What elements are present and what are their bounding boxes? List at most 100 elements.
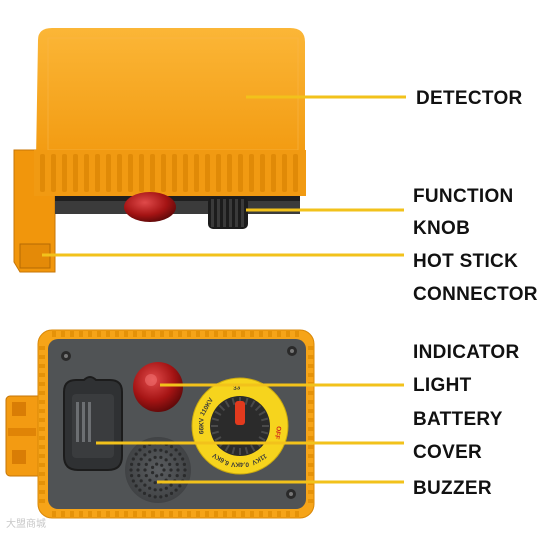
tooth bbox=[39, 409, 45, 413]
rib bbox=[84, 154, 89, 192]
rib bbox=[106, 154, 111, 192]
tooth bbox=[308, 490, 314, 494]
ridge bbox=[231, 397, 236, 406]
hole bbox=[131, 457, 135, 461]
tooth bbox=[308, 409, 314, 413]
rib bbox=[51, 154, 56, 192]
tooth bbox=[308, 454, 314, 458]
label-cover: COVER bbox=[413, 442, 483, 463]
hole bbox=[148, 450, 152, 454]
tooth bbox=[308, 427, 314, 431]
tooth bbox=[268, 511, 272, 517]
hole bbox=[150, 465, 155, 469]
tooth bbox=[61, 511, 65, 517]
tooth bbox=[39, 364, 45, 368]
hole bbox=[139, 479, 143, 483]
tooth bbox=[39, 346, 45, 350]
rib bbox=[183, 154, 188, 192]
tooth bbox=[268, 331, 272, 337]
rib bbox=[260, 154, 265, 192]
hole bbox=[169, 445, 174, 449]
hole bbox=[155, 462, 159, 466]
tooth bbox=[196, 331, 200, 337]
tooth bbox=[169, 331, 173, 337]
hole bbox=[137, 474, 141, 478]
hole bbox=[143, 468, 147, 472]
label-buzzer: BUZZER bbox=[413, 478, 492, 499]
rib bbox=[238, 154, 243, 192]
indicator-light-side bbox=[124, 192, 176, 222]
tooth bbox=[39, 427, 45, 431]
tooth bbox=[151, 331, 155, 337]
tooth bbox=[142, 511, 146, 517]
hole bbox=[169, 468, 173, 472]
rib bbox=[40, 154, 45, 192]
hole bbox=[136, 468, 140, 472]
tooth bbox=[79, 331, 83, 337]
dial-mark: 0.4KV bbox=[230, 461, 249, 468]
rib bbox=[194, 154, 199, 192]
hole bbox=[164, 486, 168, 490]
tooth bbox=[308, 355, 314, 359]
tooth bbox=[241, 331, 245, 337]
tooth bbox=[308, 418, 314, 422]
function-knob-front bbox=[211, 397, 269, 455]
knob-grips bbox=[211, 199, 244, 227]
tooth bbox=[39, 436, 45, 440]
tooth bbox=[39, 490, 45, 494]
tooth bbox=[308, 364, 314, 368]
hole bbox=[169, 453, 173, 457]
hole bbox=[153, 448, 157, 452]
rib bbox=[161, 154, 166, 192]
hole bbox=[153, 488, 157, 492]
hole bbox=[148, 458, 152, 462]
tooth bbox=[39, 382, 45, 386]
ridge bbox=[244, 397, 249, 406]
ridge bbox=[258, 436, 266, 442]
tooth bbox=[115, 331, 119, 337]
hole bbox=[175, 462, 179, 466]
hole bbox=[138, 488, 142, 492]
rib bbox=[128, 154, 133, 192]
hole bbox=[137, 462, 141, 466]
hole bbox=[134, 452, 138, 456]
tooth bbox=[308, 445, 314, 449]
dial-mark: 66KV bbox=[199, 417, 206, 434]
hole bbox=[143, 483, 147, 487]
hole bbox=[144, 474, 148, 478]
rib bbox=[139, 154, 144, 192]
frame-ribs bbox=[39, 331, 314, 517]
tooth bbox=[277, 331, 281, 337]
housing-ribs bbox=[40, 154, 298, 192]
tooth bbox=[39, 418, 45, 422]
tooth bbox=[39, 454, 45, 458]
tooth bbox=[52, 511, 56, 517]
hole bbox=[129, 468, 133, 472]
hole bbox=[160, 473, 164, 477]
tooth bbox=[39, 481, 45, 485]
rib bbox=[62, 154, 67, 192]
tooth bbox=[39, 445, 45, 449]
tooth bbox=[39, 373, 45, 377]
tooth bbox=[106, 331, 110, 337]
tooth bbox=[308, 400, 314, 404]
hole bbox=[139, 457, 143, 461]
tooth bbox=[133, 331, 137, 337]
grip bbox=[223, 199, 226, 227]
tooth bbox=[160, 511, 164, 517]
hole bbox=[159, 495, 163, 499]
hole bbox=[138, 448, 142, 452]
tooth bbox=[115, 511, 119, 517]
rib bbox=[293, 154, 298, 192]
hole bbox=[164, 494, 168, 498]
tooth bbox=[169, 511, 173, 517]
hole bbox=[168, 462, 172, 466]
hole bbox=[155, 474, 159, 478]
grip bbox=[235, 199, 238, 227]
label-function: FUNCTION bbox=[413, 186, 514, 207]
tooth bbox=[205, 331, 209, 337]
tooth bbox=[52, 331, 56, 337]
ridge bbox=[211, 417, 220, 422]
ridge bbox=[214, 436, 222, 442]
tooth bbox=[79, 511, 83, 517]
